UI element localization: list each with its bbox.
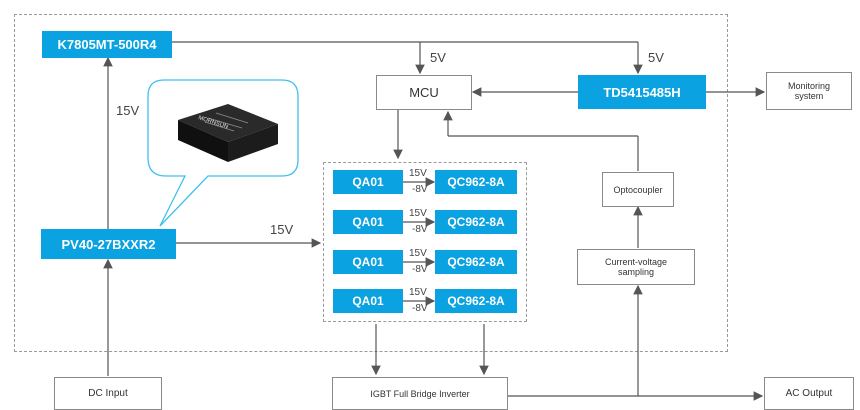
driver-qa-4: QA01 (333, 289, 403, 313)
block-k7805: K7805MT-500R4 (42, 31, 172, 58)
driver-qc-2: QC962-8A (435, 210, 517, 234)
block-dc-input: DC Input (54, 377, 162, 410)
driver-pos-2: 15V (409, 208, 427, 219)
product-photo: MORNSUN (168, 90, 286, 170)
driver-qa-3: QA01 (333, 250, 403, 274)
driver-qa-2: QA01 (333, 210, 403, 234)
driver-pos-3: 15V (409, 248, 427, 259)
block-td541: TD5415485H (578, 75, 706, 109)
label-5v-mcu: 5V (430, 50, 446, 65)
driver-qc-1: QC962-8A (435, 170, 517, 194)
driver-neg-3: -8V (412, 264, 428, 275)
driver-qa-1: QA01 (333, 170, 403, 194)
block-pv40: PV40-27BXXR2 (41, 229, 176, 259)
driver-pos-4: 15V (409, 287, 427, 298)
label-5v-td: 5V (648, 50, 664, 65)
driver-qc-3: QC962-8A (435, 250, 517, 274)
driver-qc-4: QC962-8A (435, 289, 517, 313)
driver-neg-2: -8V (412, 224, 428, 235)
driver-group (323, 162, 527, 322)
block-ac-output: AC Output (764, 377, 854, 410)
block-cv-sampling: Current-voltage sampling (577, 249, 695, 285)
driver-pos-1: 15V (409, 168, 427, 179)
system-boundary (14, 14, 728, 352)
driver-neg-4: -8V (412, 303, 428, 314)
label-15v-mid: 15V (270, 222, 294, 237)
block-optocoupler: Optocoupler (602, 172, 674, 207)
block-mcu: MCU (376, 75, 472, 110)
driver-neg-1: -8V (412, 184, 428, 195)
block-monitoring: Monitoring system (766, 72, 852, 110)
block-igbt: IGBT Full Bridge Inverter (332, 377, 508, 410)
label-15v-left: 15V (116, 103, 140, 118)
